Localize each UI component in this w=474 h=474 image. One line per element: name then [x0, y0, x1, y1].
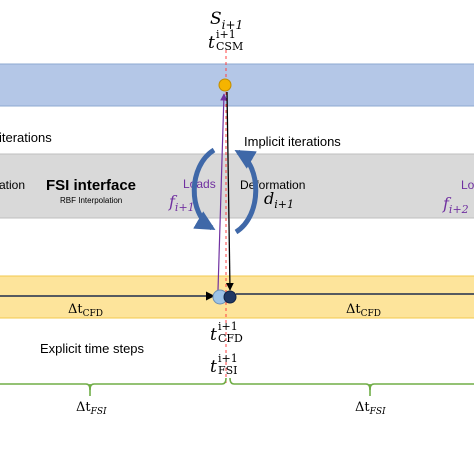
fsi-step-left-bracket — [0, 377, 227, 391]
right-loads-symbol: fi+2 — [442, 194, 469, 216]
implicit-iterations-label: Implicit iterations — [244, 134, 341, 149]
t-csm-sub: CSM — [216, 40, 243, 53]
iterations-label: iterations — [0, 130, 52, 145]
deformation-arc-arrow — [234, 149, 259, 235]
t-csm-label: t — [208, 33, 215, 53]
loads-transfer-arrow — [217, 93, 228, 291]
cfd-node-dark — [223, 290, 237, 304]
deformation-transfer-arrow — [225, 91, 234, 291]
t-fsi-sup: i+1 — [218, 352, 238, 365]
fsi-step-right-bracket — [229, 377, 474, 391]
fsi-left-cut-text: ation — [0, 178, 25, 192]
t-fsi-sub: FSI — [218, 364, 238, 377]
loads-label: Loads — [183, 177, 216, 191]
t-fsi-label: t — [210, 357, 217, 377]
cfd-band — [0, 275, 474, 319]
deformation-symbol: di+1 — [264, 189, 294, 211]
csm-band — [0, 63, 474, 107]
right-loads-label: Lo — [461, 178, 474, 192]
csm-state-label: Si+1 — [210, 9, 243, 32]
loads-symbol: fi+1 — [168, 192, 195, 214]
t-cfd-sup: i+1 — [218, 320, 238, 333]
rbf-interpolation-label: RBF Interpolation — [60, 196, 122, 205]
cfd-step-right-label: ΔtCFD — [346, 302, 381, 319]
loads-arc-arrow — [191, 147, 216, 231]
explicit-time-steps-label: Explicit time steps — [40, 341, 145, 356]
fsi-interface-title: FSI interface — [46, 177, 136, 194]
t-cfd-label: t — [210, 325, 217, 345]
csm-node — [218, 78, 232, 92]
cfd-step-left-label: ΔtCFD — [68, 302, 103, 319]
t-cfd-sub: CFD — [218, 332, 243, 345]
t-csm-sup: i+1 — [216, 28, 236, 41]
fsi-step-right-label: ΔtFSI — [355, 400, 386, 417]
fsi-step-left-label: ΔtFSI — [76, 400, 107, 417]
